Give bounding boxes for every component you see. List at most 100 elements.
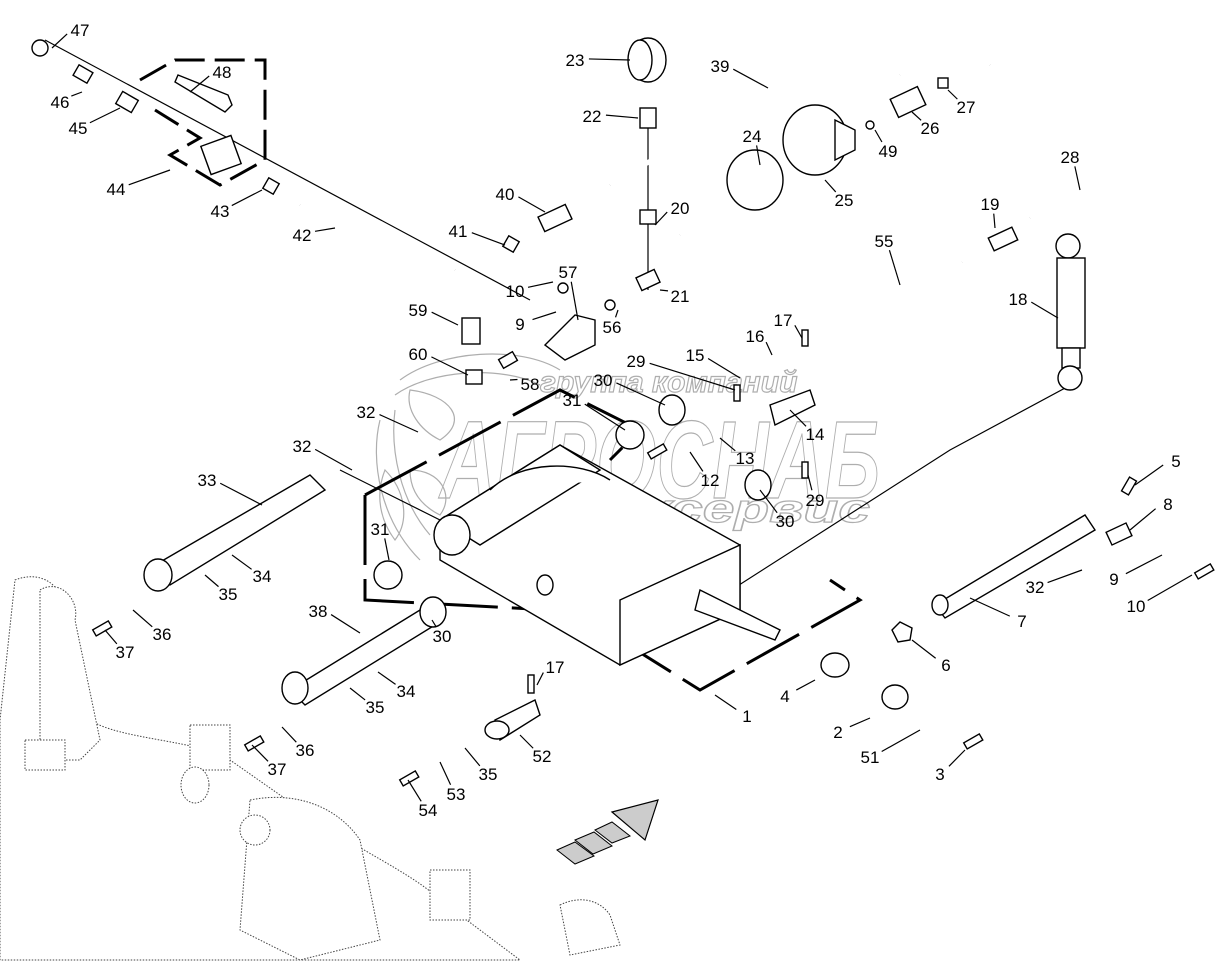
callout-44: 44: [107, 169, 171, 199]
callout-label: 35: [219, 585, 238, 604]
callout-label: 1: [742, 707, 751, 726]
callout-leader-line: [605, 114, 639, 119]
callout-label: 6: [941, 656, 950, 675]
callout-label: 15: [686, 346, 705, 365]
callout-22: 22: [583, 107, 639, 126]
callout-label: 7: [1017, 612, 1026, 631]
callout-leader-line: [384, 538, 390, 561]
callout-label: 45: [69, 119, 88, 138]
callout-leader-line: [689, 451, 704, 472]
forward-direction-arrow: [556, 799, 659, 865]
callout-12: 12: [689, 451, 719, 490]
callout-label: 37: [268, 760, 287, 779]
callout-leader-line: [659, 289, 669, 292]
callout-label: 51: [861, 748, 880, 767]
callout-39: 39: [711, 57, 769, 89]
callout-49: 49: [874, 129, 898, 161]
callout-leader-line: [714, 694, 737, 711]
callout-33: 33: [198, 471, 263, 506]
callout-leader-line: [314, 448, 353, 471]
callout-leader-line: [1031, 301, 1059, 319]
callout-label: 18: [1009, 290, 1028, 309]
callout-label: 8: [1163, 495, 1172, 514]
callout-label: 54: [419, 801, 438, 820]
callout-label: 34: [253, 567, 272, 586]
callout-label: 25: [835, 191, 854, 210]
callout-label: 16: [746, 327, 765, 346]
callout-16: 16: [746, 327, 773, 356]
callout-label: 10: [506, 282, 525, 301]
callout-label: 49: [879, 142, 898, 161]
callout-label: 57: [559, 263, 578, 282]
callout-leader-line: [616, 382, 666, 406]
callout-53: 53: [439, 761, 466, 804]
callout-label: 32: [357, 403, 376, 422]
callout-label: 20: [671, 199, 690, 218]
callout-7: 7: [969, 597, 1027, 631]
callout-leader-line: [519, 734, 534, 749]
callout-label: 39: [711, 57, 730, 76]
callout-leader-line: [969, 597, 1011, 617]
callout-leader-line: [1047, 569, 1083, 584]
assembly-lines: [44, 39, 1081, 692]
callout-9: 9: [515, 311, 557, 334]
callout-59: 59: [409, 301, 459, 326]
callout-label: 17: [546, 658, 565, 677]
callout-leader-line: [377, 671, 396, 685]
callout-leader-line: [281, 726, 297, 743]
callout-leader-line: [732, 68, 769, 89]
callout-36: 36: [281, 726, 315, 760]
callout-leader-line: [881, 729, 921, 753]
callout-17: 17: [536, 658, 565, 686]
callout-58: 58: [509, 375, 539, 394]
callout-36: 36: [132, 609, 172, 644]
callout-37: 37: [251, 744, 287, 779]
callout-leader-line: [536, 672, 544, 686]
callout-label: 36: [153, 625, 172, 644]
callout-label: 52: [533, 747, 552, 766]
callout-8: 8: [1129, 495, 1173, 531]
callouts-layer: 1234567899101012131415161717181920212223…: [51, 21, 1193, 820]
callout-label: 4: [780, 687, 789, 706]
callout-18: 18: [1009, 290, 1059, 319]
callout-2: 2: [833, 717, 871, 742]
callout-1: 1: [714, 694, 752, 726]
callout-14: 14: [789, 409, 824, 444]
callout-40: 40: [496, 185, 546, 213]
callout-17: 17: [774, 311, 803, 339]
dust-cap-icon: [31, 39, 49, 57]
callout-13: 13: [719, 437, 754, 468]
callout-label: 19: [981, 195, 1000, 214]
callout-leader-line: [89, 107, 121, 124]
bracket-parts: [461, 282, 616, 385]
callout-label: 35: [479, 765, 498, 784]
callout-leader-line: [947, 89, 958, 100]
callout-51: 51: [861, 729, 921, 767]
hydraulic-cylinder: [987, 226, 1086, 391]
callout-34: 34: [231, 554, 272, 586]
callout-leader-line: [204, 574, 219, 588]
callout-label: 2: [833, 723, 842, 742]
callout-52: 52: [519, 734, 552, 766]
callout-label: 53: [447, 785, 466, 804]
callout-label: 29: [627, 352, 646, 371]
callout-label: 56: [603, 318, 622, 337]
callout-35: 35: [204, 574, 238, 604]
callout-leader-line: [51, 33, 68, 49]
gauge-accumulator: [627, 37, 949, 292]
callout-label: 32: [1026, 578, 1045, 597]
callout-leader-line: [532, 311, 557, 321]
callout-leader-line: [1074, 166, 1081, 191]
callout-4: 4: [780, 679, 816, 706]
callout-label: 43: [211, 202, 230, 221]
callout-34: 34: [377, 671, 415, 701]
callout-leader-line: [379, 414, 419, 433]
callout-label: 48: [213, 63, 232, 82]
callout-label: 22: [583, 107, 602, 126]
callout-label: 36: [296, 741, 315, 760]
callout-10: 10: [1127, 574, 1193, 616]
callout-leader-line: [431, 356, 469, 376]
callout-label: 23: [566, 51, 585, 70]
